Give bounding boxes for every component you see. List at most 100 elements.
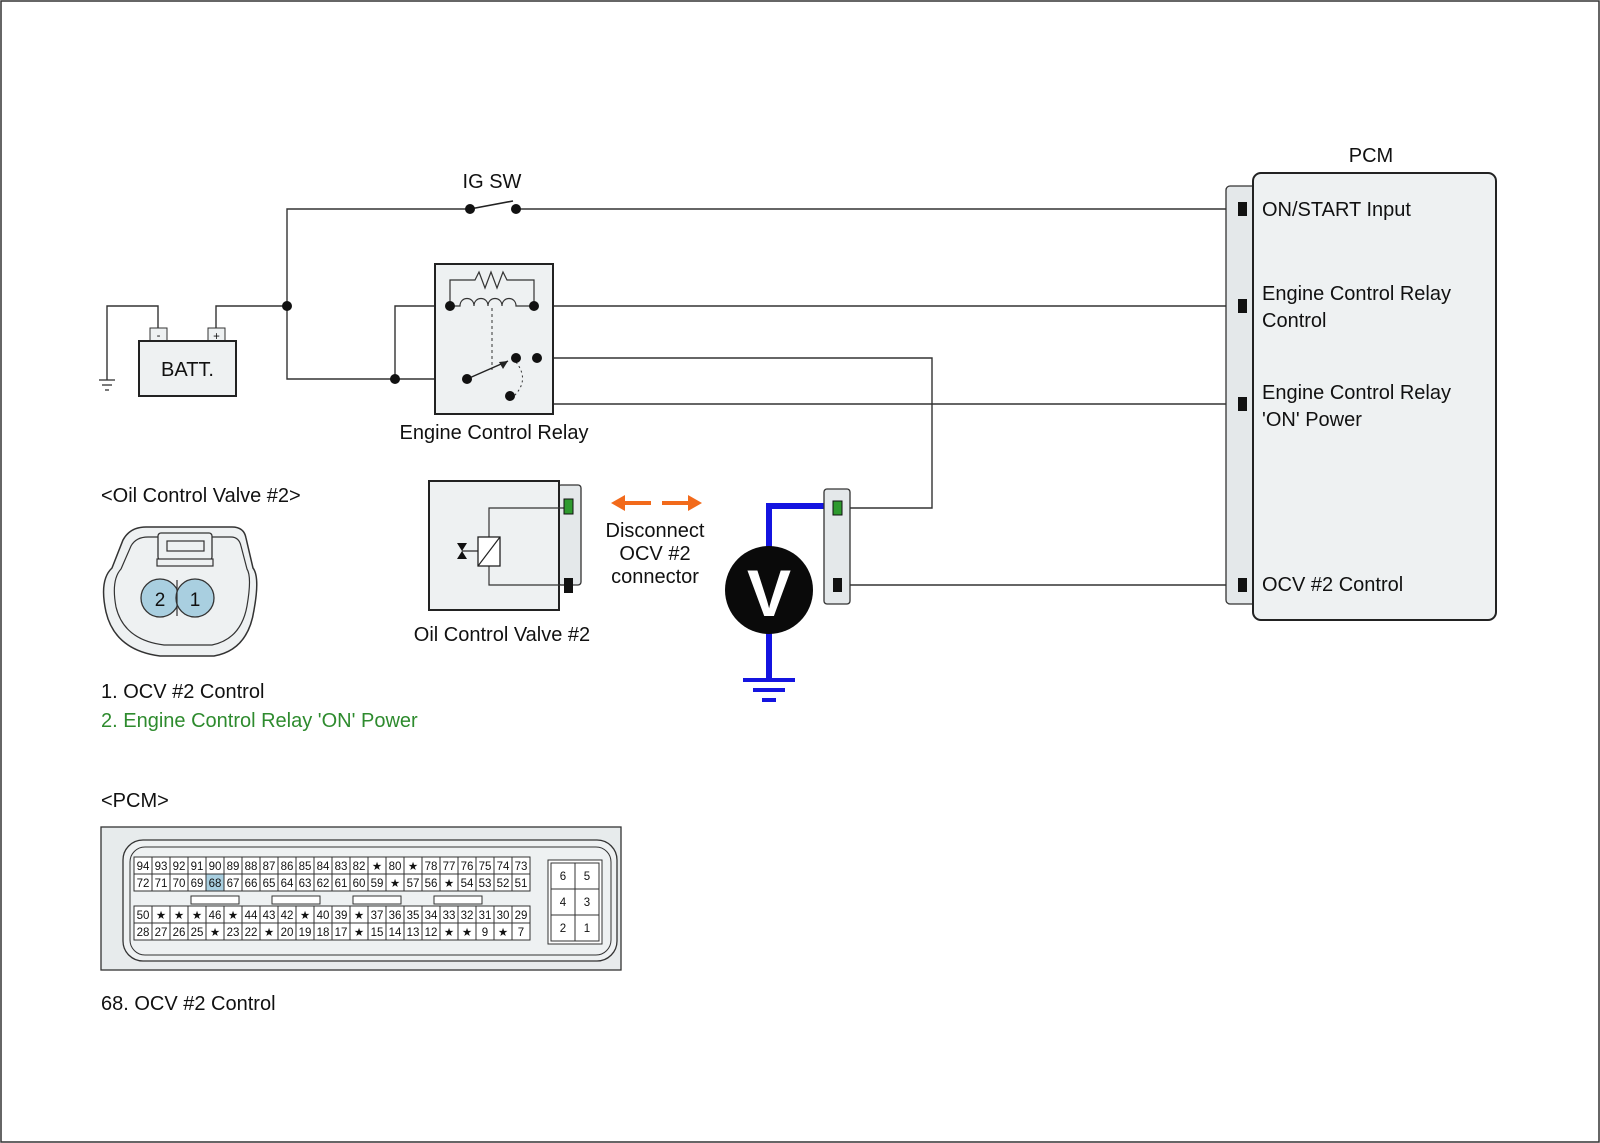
pcm-pin-label: ★ bbox=[372, 861, 382, 873]
pcm-pin-label: 78 bbox=[425, 861, 438, 873]
disconnect-line-3: connector bbox=[611, 566, 699, 588]
pcm-pin-label: 9 bbox=[482, 927, 488, 939]
pcm-pin-label: 70 bbox=[173, 878, 186, 890]
pcm-pin-label: 26 bbox=[173, 927, 186, 939]
battery-minus-label: - bbox=[157, 330, 161, 342]
pcm-terminal-3-line1: Engine Control Relay bbox=[1262, 382, 1451, 404]
pcm-pin-label: 36 bbox=[389, 910, 402, 922]
pcm-pin-label: ★ bbox=[174, 910, 184, 922]
pcm-pin-label: ★ bbox=[408, 861, 418, 873]
pcm-pin-label: 32 bbox=[461, 910, 474, 922]
engine-control-relay: Engine Control Relay bbox=[400, 263, 589, 444]
pcm-pin-label: 43 bbox=[263, 910, 276, 922]
pcm-pin-label: 88 bbox=[245, 861, 258, 873]
pcm-pin-label: 17 bbox=[335, 927, 348, 939]
pcm-terminal-2-line2: Control bbox=[1262, 310, 1326, 332]
pcm-pin-label: 22 bbox=[245, 927, 258, 939]
harness-connector bbox=[823, 488, 851, 605]
voltmeter-ground-icon bbox=[743, 678, 795, 702]
pcm-pin-label: 62 bbox=[317, 878, 330, 890]
pcm-pin-label: 56 bbox=[425, 878, 438, 890]
ocv-pin-2: 2 bbox=[155, 590, 166, 611]
pcm-pin-label: 94 bbox=[137, 861, 150, 873]
pcm-side-pin-cell bbox=[574, 914, 600, 942]
pcm-side-pin-cell bbox=[574, 888, 600, 916]
pcm-pin-label: 44 bbox=[245, 910, 258, 922]
pcm-pin-label: ★ bbox=[300, 910, 310, 922]
pcm-pin-label: 12 bbox=[425, 927, 438, 939]
pcm-pin-label: 66 bbox=[245, 878, 258, 890]
pcm-connector-title: <PCM> bbox=[101, 790, 169, 812]
pcm-pin-label: 20 bbox=[281, 927, 294, 939]
battery: - + BATT. bbox=[138, 327, 237, 397]
pcm-pin-label: ★ bbox=[192, 910, 202, 922]
measurement-leads bbox=[766, 503, 835, 680]
ignition-switch: IG SW bbox=[463, 171, 522, 214]
pcm-pin-label: 91 bbox=[191, 861, 204, 873]
pcm-terminal-1: ON/START Input bbox=[1262, 199, 1411, 221]
ocv-connector-view: <Oil Control Valve #2> 2 1 1. OCV #2 Con… bbox=[101, 485, 418, 732]
pcm-pin-label: 52 bbox=[497, 878, 510, 890]
pcm-pin-label: 40 bbox=[317, 910, 330, 922]
pcm-pin-label: 65 bbox=[263, 878, 276, 890]
pcm-pin-label: 89 bbox=[227, 861, 240, 873]
pcm-module: PCM ON/START Input Engine Control Relay … bbox=[1225, 145, 1497, 621]
pcm-pin-label: ★ bbox=[390, 878, 400, 890]
voltmeter-icon: V bbox=[725, 546, 813, 634]
pcm-pin-label: 77 bbox=[443, 861, 456, 873]
pcm-terminal-3-line2: 'ON' Power bbox=[1262, 409, 1362, 431]
pcm-pin-label: 63 bbox=[299, 878, 312, 890]
pcm-pin-label: 87 bbox=[263, 861, 276, 873]
pcm-terminal-2-line1: Engine Control Relay bbox=[1262, 283, 1451, 305]
pcm-pin-label: 46 bbox=[209, 910, 222, 922]
pcm-pin-label: 83 bbox=[335, 861, 348, 873]
pcm-pin-label: 33 bbox=[443, 910, 456, 922]
pcm-label: PCM bbox=[1349, 145, 1393, 167]
pcm-pin-label: ★ bbox=[156, 910, 166, 922]
pcm-pin-label: 51 bbox=[515, 878, 528, 890]
pcm-pin-label: 53 bbox=[479, 878, 492, 890]
pcm-pin-label: 85 bbox=[299, 861, 312, 873]
junction-dots bbox=[282, 301, 400, 384]
ocv-component-label: Oil Control Valve #2 bbox=[414, 624, 590, 646]
pcm-connector-legend: 68. OCV #2 Control bbox=[101, 993, 276, 1015]
pcm-pin-label: 71 bbox=[155, 878, 168, 890]
pcm-pin-label: 61 bbox=[335, 878, 348, 890]
pcm-pin-label: 73 bbox=[515, 861, 528, 873]
pcm-pin-label: ★ bbox=[444, 878, 454, 890]
pcm-pin-label: 90 bbox=[209, 861, 222, 873]
pcm-pin-label: 50 bbox=[137, 910, 150, 922]
pcm-side-pin-label: 4 bbox=[560, 897, 567, 909]
pcm-pin-label: 19 bbox=[299, 927, 312, 939]
ocv-legend-1: 1. OCV #2 Control bbox=[101, 681, 264, 703]
pcm-pin-label: 69 bbox=[191, 878, 204, 890]
pcm-pin-cell bbox=[511, 873, 531, 892]
pcm-pin-label: 68 bbox=[209, 878, 222, 890]
pcm-side-pin-label: 1 bbox=[584, 923, 590, 935]
pcm-pin-label: 75 bbox=[479, 861, 492, 873]
pcm-pin-label: 15 bbox=[371, 927, 384, 939]
ocv-pin-1: 1 bbox=[190, 590, 201, 611]
pcm-pin-label: 14 bbox=[389, 927, 402, 939]
pcm-pin-label: ★ bbox=[228, 910, 238, 922]
pcm-pin-label: 13 bbox=[407, 927, 420, 939]
pcm-pin-label: 23 bbox=[227, 927, 240, 939]
pcm-pin-label: 72 bbox=[137, 878, 150, 890]
pcm-pin-label: 80 bbox=[389, 861, 402, 873]
pcm-pin-label: 86 bbox=[281, 861, 294, 873]
pcm-pin-label: 92 bbox=[173, 861, 186, 873]
ocv-connector-title: <Oil Control Valve #2> bbox=[101, 485, 301, 507]
pcm-pin-label: 74 bbox=[497, 861, 510, 873]
pcm-pin-label: 93 bbox=[155, 861, 168, 873]
pcm-pin-label: ★ bbox=[462, 927, 472, 939]
pcm-pin-label: ★ bbox=[210, 927, 220, 939]
pcm-pin-label: 31 bbox=[479, 910, 492, 922]
pcm-side-pin-label: 2 bbox=[560, 923, 566, 935]
pcm-pin-label: 64 bbox=[281, 878, 294, 890]
pcm-pin-label: 39 bbox=[335, 910, 348, 922]
pcm-pin-label: 84 bbox=[317, 861, 330, 873]
